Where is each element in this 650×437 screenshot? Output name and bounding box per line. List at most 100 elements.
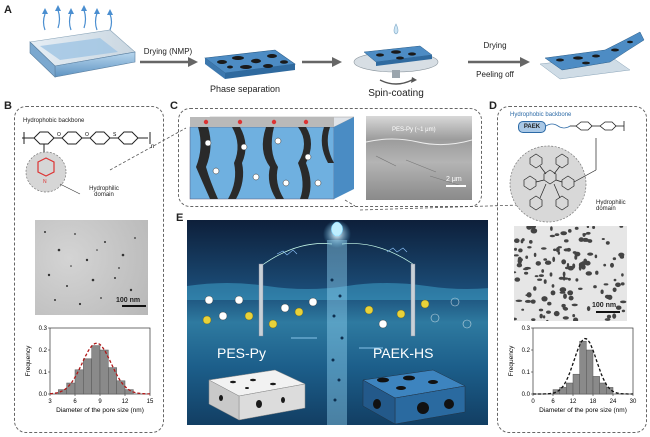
pore-dot [529, 240, 533, 244]
pore-dot [535, 261, 541, 266]
pore-dot [586, 306, 591, 312]
pore-dot [524, 271, 529, 275]
pore-dot [531, 318, 536, 321]
x-tick-label: 9 [98, 399, 102, 405]
panel-c-label: C [170, 100, 178, 112]
pore-dot [551, 284, 555, 288]
pore-dot [525, 255, 529, 259]
pore-dot [559, 291, 566, 294]
panel-b-backbone-label: Hydrophobic backbone [23, 118, 85, 124]
pore-dot [543, 258, 548, 261]
svg-text:S: S [113, 132, 117, 138]
scale-label-c: 2 μm [446, 176, 462, 183]
pore-dot [563, 293, 567, 299]
y-tick-label: 0.2 [39, 348, 48, 354]
pore-dot [550, 290, 556, 296]
paek-hs-label: PAEK-HS [373, 345, 434, 361]
scale-label-b: 100 nm [116, 297, 141, 304]
y-axis-label: Frequency [25, 345, 32, 376]
pore-dot [585, 271, 592, 276]
pore-dot [582, 262, 589, 265]
peeled-membrane [539, 31, 645, 80]
pore-dot [568, 295, 574, 301]
pore-dot [553, 310, 560, 317]
pore-dot [572, 314, 576, 318]
panel-b-frame [14, 106, 164, 433]
pore-dot [538, 308, 544, 312]
histogram-bar [572, 373, 580, 395]
pes-py-structure: O O S n N [22, 131, 154, 195]
pore-dot [549, 272, 553, 277]
panel-d-domain-label: Hydrophilic domain [596, 200, 626, 212]
paek-hs-block [362, 369, 466, 425]
pore-dot [582, 233, 586, 237]
pes-py-label: PES-Py [217, 345, 267, 361]
pore-dot [520, 239, 524, 244]
pore-dot [587, 252, 594, 256]
pore-dot [567, 290, 574, 296]
x-tick-label: 30 [630, 399, 637, 405]
pore-dot [620, 282, 625, 286]
pore-dot [578, 287, 583, 290]
y-tick-label: 0.3 [39, 326, 48, 332]
membrane-cross-section [189, 116, 355, 200]
histogram-bar [586, 349, 594, 395]
pore-dot [603, 283, 609, 286]
pore-dot [527, 246, 532, 249]
pore-dot [605, 294, 612, 300]
pore-dot [603, 263, 607, 267]
tem-image-pes-py [35, 220, 148, 315]
pore-dot [595, 270, 599, 275]
pore-dot [546, 319, 549, 321]
step-phase-separation: Phase separation [210, 84, 280, 94]
y-tick-label: 0.3 [522, 326, 531, 332]
paek-badge: PAEK [518, 121, 546, 133]
pore-dot [562, 271, 566, 277]
pore-dot [514, 254, 519, 257]
step-drying-nmp: Drying (NMP) [144, 47, 193, 56]
pore-dot [530, 299, 536, 304]
pore-dot [526, 226, 532, 230]
pore-dot [517, 256, 522, 263]
pes-py-block [208, 369, 306, 421]
panel-b-domain-label: Hydrophilic domain [89, 186, 119, 198]
pore-dot [613, 278, 617, 282]
panel-d-frame [497, 106, 647, 433]
pore-dot [559, 287, 567, 293]
pore-dot [568, 229, 572, 233]
paek-hs-structure [509, 121, 625, 223]
pore-dot [561, 259, 567, 265]
panel-d-backbone-label: Hydrophobic backbone [510, 112, 572, 118]
panel-b-label: B [4, 100, 12, 112]
svg-text:O: O [85, 132, 89, 138]
pore-dot [547, 301, 552, 306]
pore-dot [514, 271, 517, 274]
paek-badge-label: PAEK [523, 124, 541, 130]
histogram-bar [599, 382, 607, 395]
device-illustration: PES-Py PAEK-HS [187, 220, 488, 425]
pore-dot [533, 252, 537, 257]
spin-coater [353, 23, 439, 85]
gaussian-fit-curve [533, 337, 633, 395]
pore-dot [571, 303, 578, 307]
pore-dot [593, 285, 597, 289]
y-axis-label: Frequency [508, 345, 515, 376]
pore-dot [612, 257, 617, 261]
pore-dot [601, 238, 605, 240]
scale-bar-c [446, 185, 466, 187]
pore-dot [562, 306, 567, 310]
scale-bar-b [122, 305, 146, 307]
svg-text:N: N [43, 179, 47, 185]
pore-dot [620, 300, 627, 304]
pore-dot [515, 299, 523, 302]
pore-dot [581, 264, 586, 270]
pore-dot [594, 254, 598, 259]
pore-dot [573, 317, 579, 321]
pore-dot [562, 316, 569, 320]
pore-dot [567, 265, 574, 271]
pore-dot [578, 265, 582, 271]
pore-dot [522, 268, 529, 271]
svg-text:O: O [57, 132, 61, 138]
